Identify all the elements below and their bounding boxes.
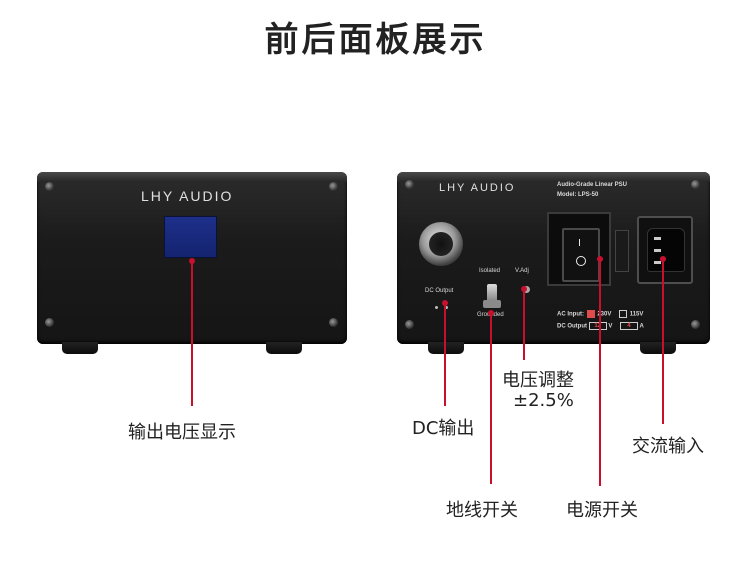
back-foot-left — [428, 342, 464, 354]
label-ac-input: 交流输入 — [632, 436, 704, 457]
label-voltage-adjust: 电压调整 — [502, 370, 574, 391]
front-top-edge — [37, 172, 347, 182]
back-brand-logo: LHY AUDIO — [439, 182, 516, 194]
pin-icon — [435, 306, 438, 309]
rocker-on-symbol: I — [578, 238, 581, 249]
iec-pin — [654, 261, 661, 264]
front-brand-logo: LHY AUDIO — [141, 188, 234, 204]
label-voltage-range: ±2.5% — [513, 390, 574, 411]
callout-dot — [189, 258, 195, 264]
screw-icon — [45, 318, 54, 327]
callout-line-voltage-adjust — [523, 290, 525, 360]
iec-pin — [654, 237, 661, 240]
screw-icon — [329, 182, 338, 191]
toggle-nut — [483, 300, 501, 308]
iec-inlet-icon — [637, 216, 693, 284]
dc-voltage-value: 12 — [588, 322, 607, 330]
back-panel: LHY AUDIO Audio-Grade Linear PSU Model: … — [397, 172, 710, 344]
checkbox-icon — [586, 310, 595, 318]
screw-icon — [691, 320, 700, 329]
callout-line-power-switch — [599, 260, 601, 486]
product-line-text: Audio-Grade Linear PSU — [557, 182, 628, 188]
iec-pin — [654, 249, 661, 252]
checkbox-icon — [619, 310, 628, 318]
dc-current-value: 4 — [620, 322, 639, 330]
label-output-voltage-display: 输出电压显示 — [128, 422, 236, 443]
callout-dot — [597, 256, 603, 262]
callout-dot — [660, 256, 666, 262]
screw-icon — [45, 182, 54, 191]
voltage-display — [164, 216, 217, 258]
iec-socket — [647, 228, 685, 272]
callout-line-ground-switch — [490, 314, 492, 484]
ac-input-row: AC Input: 230V 115V — [557, 310, 643, 318]
callout-line-dc-output — [444, 304, 446, 406]
screw-icon — [691, 180, 700, 189]
dc-voltage-unit: V — [608, 323, 613, 330]
label-power-switch: 电源开关 — [566, 500, 638, 521]
ac-option-115: 115V — [629, 311, 644, 318]
rocker-power-switch: I — [562, 228, 600, 282]
vadj-label: V.Adj — [515, 268, 529, 274]
label-dc-output: DC输出 — [412, 418, 475, 439]
ac-option-230: 230V — [597, 311, 612, 318]
dc-output-row: DC Output 12 V 4 A — [557, 322, 644, 330]
ground-toggle-switch — [487, 284, 497, 304]
dc-current-unit: A — [639, 323, 644, 330]
screw-icon — [405, 320, 414, 329]
dc-output-port-label: DC Output — [425, 288, 454, 294]
front-foot-left — [62, 342, 98, 354]
page-title: 前后面板展示 — [264, 20, 487, 60]
back-top-edge — [397, 172, 710, 182]
xlr-socket — [429, 232, 453, 256]
front-foot-right — [266, 342, 302, 354]
ac-input-label: AC Input: — [557, 311, 584, 318]
callout-dot — [521, 286, 527, 292]
screw-icon — [329, 318, 338, 327]
rocker-off-symbol — [576, 256, 586, 266]
back-foot-right — [640, 342, 676, 354]
model-text: Model: LPS-50 — [557, 192, 599, 198]
pin-icon — [445, 306, 448, 309]
callout-dot — [442, 300, 448, 306]
switch-isolated-label: Isolated — [479, 268, 501, 274]
fuse-holder — [615, 230, 629, 272]
dc-output-row-label: DC Output — [557, 323, 587, 330]
xlr-connector-icon — [419, 222, 463, 266]
callout-line-ac-input — [662, 260, 664, 424]
screw-icon — [405, 180, 414, 189]
label-ground-switch: 地线开关 — [446, 500, 518, 521]
callout-dot — [488, 310, 494, 316]
callout-line-display — [191, 262, 193, 406]
